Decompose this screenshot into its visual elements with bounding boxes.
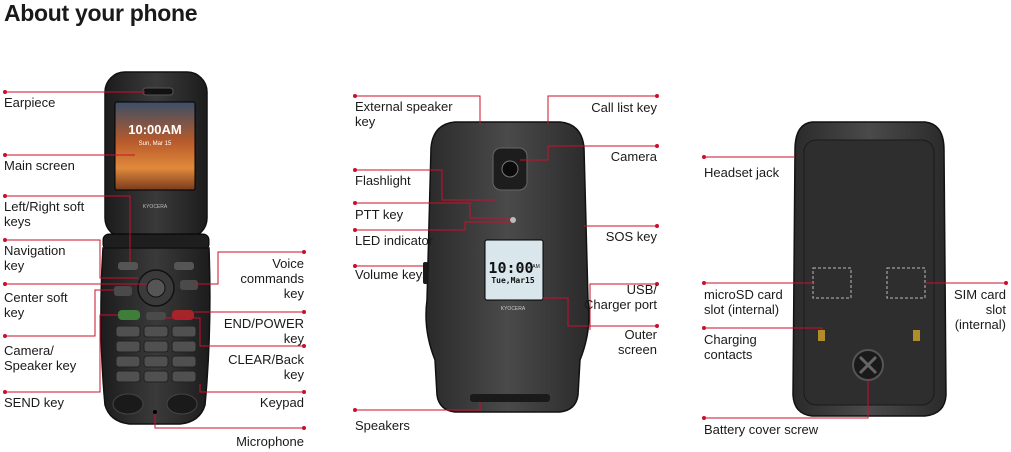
camera-lens <box>501 160 519 178</box>
phone-closed: 10:00 AM Tue,Mar15 KYOCERA <box>423 121 590 413</box>
microphone-hole <box>153 410 157 414</box>
main-screen <box>114 101 196 191</box>
label-microsd-card-slot: microSD card slot (internal) <box>704 287 783 317</box>
label-flashlight: Flashlight <box>355 173 411 188</box>
camera-speaker-key <box>114 286 132 296</box>
label-led-indicator: LED indicator <box>355 233 434 248</box>
label-camera-speaker-key: Camera/ Speaker key <box>4 343 77 373</box>
label-speakers: Speakers <box>355 418 410 433</box>
outer-screen-time: 10:00 <box>488 259 533 277</box>
send-key <box>118 310 140 320</box>
phone-front-open: 10:00AM Sun, Mar 15 KYOCERA <box>100 71 211 425</box>
volume-keys-side <box>423 262 428 284</box>
label-center-soft-key: Center soft key <box>4 290 68 320</box>
led-indicator-light <box>510 217 516 223</box>
right-soft-key <box>174 262 194 270</box>
closed-brand-logo: KYOCERA <box>501 306 526 312</box>
label-ptt-key: PTT key <box>355 207 404 222</box>
label-voice-commands-key: Voice commands key <box>240 256 304 301</box>
voice-commands-key <box>180 280 198 290</box>
label-usb-charger-port: USB/ Charger port <box>584 282 657 312</box>
callout-dots <box>3 90 1008 430</box>
page-title: About your phone <box>4 0 198 26</box>
label-battery-cover-screw: Battery cover screw <box>704 422 819 437</box>
phone-back <box>792 121 947 417</box>
keypad-grid <box>115 325 197 383</box>
label-external-speaker-key: External speaker key <box>355 99 453 129</box>
main-screen-date: Sun, Mar 15 <box>139 141 172 147</box>
label-call-list-key: Call list key <box>591 100 657 115</box>
label-outer-screen: Outer screen <box>617 327 657 357</box>
charging-contact-right <box>913 330 920 341</box>
clear-back-key <box>146 312 166 320</box>
label-headset-jack: Headset jack <box>704 165 780 180</box>
label-keypad: Keypad <box>259 395 304 410</box>
label-microphone: Microphone <box>236 434 304 449</box>
front-left-grill <box>112 393 144 415</box>
main-screen-time: 10:00AM <box>128 122 181 137</box>
bottom-speakers <box>470 394 550 402</box>
earpiece-slot <box>142 87 174 96</box>
label-navigation-key: Navigation key <box>4 243 66 273</box>
label-sim-card-slot: SIM card slot (internal) <box>953 287 1006 332</box>
outer-screen-date: Tue,Mar15 <box>491 276 535 285</box>
label-earpiece: Earpiece <box>4 95 56 110</box>
front-right-grill <box>166 393 198 415</box>
outer-screen-ampm: AM <box>532 264 540 270</box>
callout-lines <box>5 91 1006 429</box>
label-end-power-key: END/POWER key <box>223 316 304 346</box>
label-send-key: SEND key <box>4 395 64 410</box>
label-charging-contacts: Charging contacts <box>704 332 757 362</box>
outer-screen <box>484 239 544 301</box>
charging-contact-left <box>818 330 825 341</box>
label-sos-key: SOS key <box>605 229 657 244</box>
label-main-screen: Main screen <box>4 158 75 173</box>
left-soft-key <box>118 262 138 270</box>
label-clear-back-key: CLEAR/Back key <box>228 352 304 382</box>
label-volume-keys: Volume keys <box>355 267 429 282</box>
front-brand-logo: KYOCERA <box>143 204 168 210</box>
back-cover <box>803 139 935 406</box>
label-camera: Camera <box>610 149 657 164</box>
label-left-right-soft-keys: Left/Right soft keys <box>4 199 85 229</box>
center-soft-key <box>146 278 166 298</box>
